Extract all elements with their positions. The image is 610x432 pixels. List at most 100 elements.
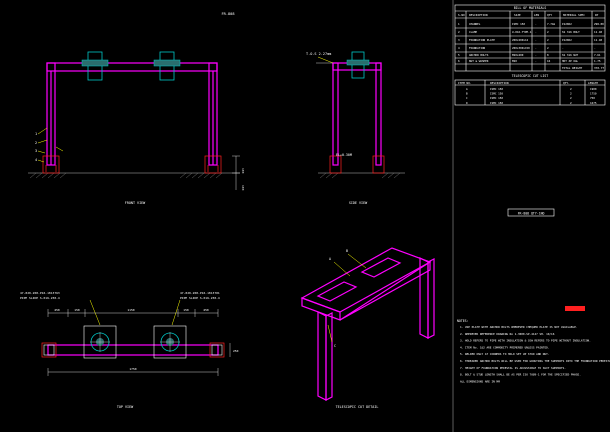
- bom-cell: 2: [547, 38, 549, 42]
- bom-h-desc: DESCRIPTION: [469, 13, 488, 17]
- note-item: 1. USE PLATE WITH ANCHOR BOLTS WHEREVER …: [460, 325, 578, 329]
- bom-cell: -: [594, 46, 596, 50]
- cut-cell: 2: [570, 101, 572, 105]
- bom-cell: CHANNEL: [469, 22, 481, 26]
- cut-cell: C: [466, 96, 468, 100]
- bom-table: BILL OF MATERIALS S.NO DESCRIPTION SIZE …: [454, 4, 606, 72]
- cut-h-qty: QTY.: [563, 81, 570, 85]
- cut-list-table: TELESCOPIC CUT LIST ITEM NO. DESCRIPTION…: [454, 74, 606, 106]
- bom-cell: IS2062: [562, 38, 572, 42]
- cut-cell: ISMC 150: [490, 101, 503, 105]
- iso-view-title: TELESCOPIC CUT DETAIL: [336, 405, 379, 409]
- top-dim-2: 150: [74, 308, 80, 312]
- bom-cell: 7.74m: [547, 22, 555, 26]
- cut-h-desc: DESCRIPTION: [490, 81, 509, 85]
- bom-cell: 2: [547, 46, 549, 50]
- revision-marker: [565, 306, 585, 311]
- cut-cell: D: [466, 101, 468, 105]
- bom-h-qty: QTY: [547, 13, 552, 17]
- top-view: 47-820-200-P16-1813763 PIPE SLIDE S-016-…: [20, 291, 239, 409]
- cut-cell: ISMC 150: [490, 92, 503, 96]
- bom-cell: 2: [458, 30, 460, 34]
- top-plate-left: [83, 325, 117, 359]
- bom-cell: 298.80: [594, 22, 604, 26]
- cut-cell: 2: [570, 96, 572, 100]
- bom-cell: 16: [547, 59, 551, 63]
- isometric-view: A B C TELESCOPIC CUT DETAIL: [300, 247, 435, 409]
- cut-list-title: TELESCOPIC CUT LIST: [512, 74, 549, 78]
- iso-tag-c: C: [334, 344, 336, 348]
- bom-cell: 1.75: [594, 59, 601, 63]
- side-foundation-right: [372, 155, 385, 174]
- cut-cell: 2: [570, 92, 572, 96]
- bom-cell: NUT & WASHER: [469, 59, 489, 63]
- bom-total-label: TOTAL WEIGHT: [562, 66, 583, 70]
- bom-cell: -: [535, 46, 537, 50]
- side-foundation-left: [329, 155, 342, 174]
- cut-cell: B: [466, 92, 468, 96]
- bom-cell: ANCHOR BOLTS: [469, 53, 489, 57]
- cut-cell: 1750: [590, 92, 597, 96]
- front-beam: [46, 62, 218, 72]
- top-plate-right: [153, 325, 187, 359]
- iso-column-right: [419, 257, 429, 339]
- cut-cell: ISMC 150: [490, 96, 503, 100]
- side-view-title: SIDE VIEW: [349, 201, 368, 205]
- iso-column-left: [317, 311, 327, 401]
- mark-tag-box: [507, 208, 555, 217]
- top-foundation-right: [209, 342, 225, 358]
- top-pipe-label-left-1: 47-820-200-P16-1813763: [20, 291, 60, 295]
- front-clamp-left: [81, 59, 109, 67]
- bom-cell: -: [535, 59, 537, 63]
- cut-cell: 2: [570, 87, 572, 91]
- iso-tag-b: B: [346, 249, 348, 253]
- top-dim-3: 1150: [127, 308, 134, 312]
- bom-cell: 5: [458, 53, 460, 57]
- front-dim-side: 100: [241, 185, 245, 191]
- sheet-header: FR-808: [222, 12, 235, 16]
- bom-cell: 8: [547, 53, 549, 57]
- bom-h-size: SIZE: [514, 13, 521, 17]
- tag-4: 4: [35, 158, 37, 162]
- top-dim-bottom: 1750: [129, 367, 136, 371]
- tag-1: 1: [35, 132, 37, 136]
- bom-cell: -: [535, 22, 537, 26]
- cut-h-item: ITEM NO.: [458, 81, 472, 85]
- note-item: 4. ITEM No. 1&2 ARE COMMODITY PRIMERED U…: [460, 345, 549, 349]
- side-tos-label: T.O.S 2.27mm: [306, 52, 331, 56]
- cut-h-len: LENGTH: [588, 81, 598, 85]
- bom-h-spec: MATERIAL SPEC: [563, 13, 585, 17]
- bom-h-wt: WT: [595, 13, 599, 17]
- bom-cell: -: [535, 38, 537, 42]
- cut-cell: 1900: [590, 87, 597, 91]
- bom-title: BILL OF MATERIALS: [514, 6, 547, 10]
- front-foundation-left: [42, 155, 60, 174]
- bom-cell: 200x200x12: [512, 38, 529, 42]
- note-item: 2. WHEREVER REFERENCE DRAWING No 1-3000-…: [460, 332, 555, 336]
- side-view: T.O.S 2.27mm EL+0.30M SIDE VIEW: [306, 51, 405, 205]
- top-pipe-label-right-2: PIPE SLIDE S-016-230-4: [180, 296, 220, 300]
- bom-cell: CLAMP: [469, 30, 477, 34]
- tag-3: 3: [35, 149, 37, 153]
- bom-cell: 6: [458, 59, 460, 63]
- bom-cell: 1: [458, 22, 460, 26]
- front-view: FR-808 1 2 3 4 1: [28, 12, 245, 205]
- top-dim-4: 150: [183, 308, 189, 312]
- note-item: 8. BOLT & STUD LENGTH SHALL BE AS PER IS…: [460, 373, 581, 377]
- note-item: 5. WELDED ONLY AT CORNERS TO HOLD SET UP…: [460, 352, 549, 356]
- cut-cell: A: [466, 87, 468, 91]
- bom-cell: 11.40: [594, 30, 602, 34]
- bom-cell: -: [535, 53, 537, 57]
- side-right-column: [375, 62, 382, 166]
- notes-title: NOTES:: [457, 319, 469, 323]
- bom-cell: 4: [458, 46, 460, 50]
- front-dim-h: 100: [241, 168, 245, 174]
- top-dim-1: 450: [54, 308, 60, 312]
- ground-hatch: [29, 172, 223, 179]
- mark-tag-label: FR-808 QTY-1NO: [518, 212, 545, 216]
- cut-cell: 750: [590, 96, 595, 100]
- bom-cell: ISMC 150: [512, 22, 525, 26]
- top-pipe-label-right-1: 47-820-200-P16-1813701: [180, 291, 220, 295]
